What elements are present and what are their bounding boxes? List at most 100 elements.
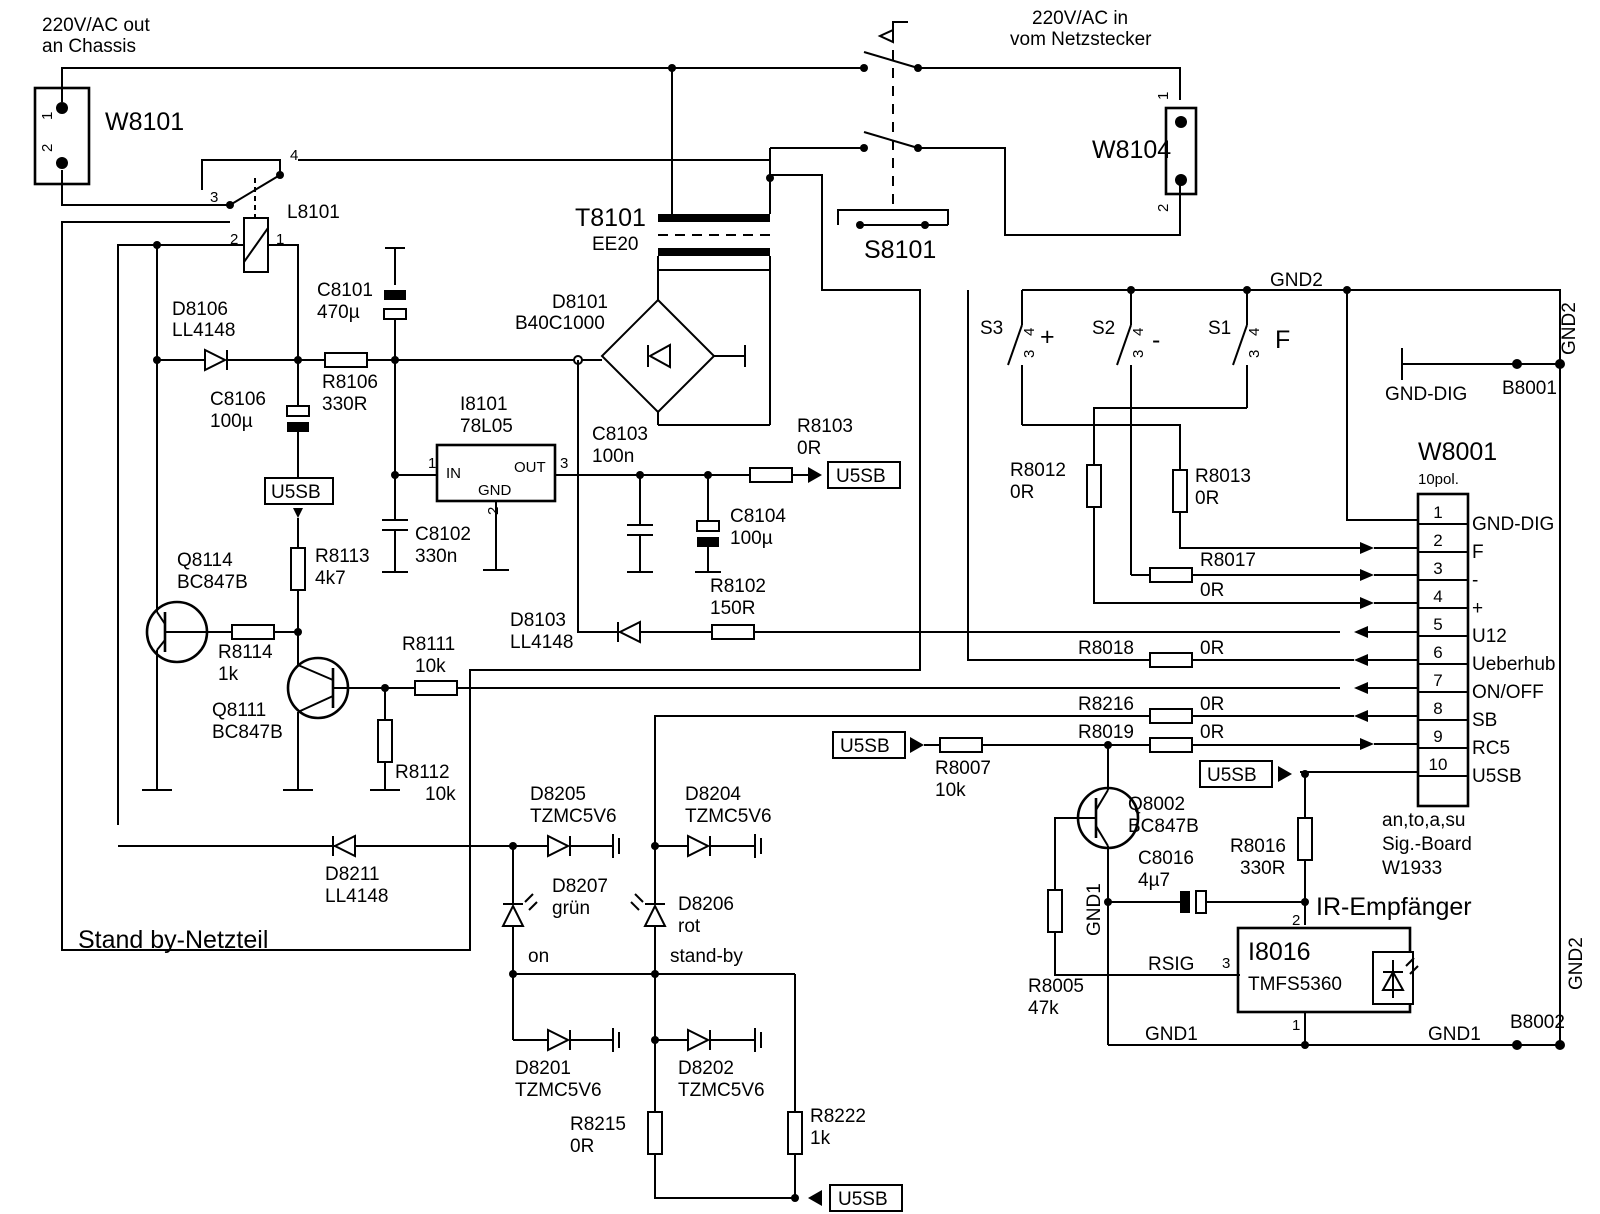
transistor-q8002 xyxy=(1054,745,1140,1045)
w8001-pins: 1GND-DIG2F3-4+5U126Ueberhub7ON/OFF8SB9RC… xyxy=(1418,503,1555,787)
r8114-name: R8114 xyxy=(218,642,273,663)
net-u5sb-5: U5SB xyxy=(1207,765,1257,786)
w8104-label: W8104 xyxy=(1092,136,1171,164)
connector-note-3: W1933 xyxy=(1382,858,1442,879)
r8016-value: 330R xyxy=(1240,858,1285,879)
r8005-value: 47k xyxy=(1028,998,1059,1019)
w8001-pin-label: + xyxy=(1472,598,1483,619)
q8002-value: BC847B xyxy=(1128,816,1199,837)
c8106-value: 100µ xyxy=(210,411,253,432)
c8102-value: 330n xyxy=(415,546,457,567)
d8204-name: D8204 xyxy=(685,784,741,805)
net-gnd1-right: GND1 xyxy=(1428,1024,1481,1045)
net-stand-by: stand-by xyxy=(670,946,743,967)
r8007-value: 10k xyxy=(935,780,966,801)
d8206-name: D8206 xyxy=(678,894,734,915)
w8001-pin-number: 8 xyxy=(1433,699,1442,718)
d8207-name: D8207 xyxy=(552,876,608,897)
d8202-value: TZMC5V6 xyxy=(678,1080,765,1101)
capacitor-c8101 xyxy=(383,247,407,360)
svg-text:4: 4 xyxy=(1021,328,1038,336)
r8007-name: R8007 xyxy=(935,758,991,779)
net-gnd1-left: GND1 xyxy=(1145,1024,1198,1045)
net-u5sb-2: U5SB xyxy=(836,466,886,487)
svg-text:2: 2 xyxy=(485,507,502,515)
transformer-t8101 xyxy=(657,68,862,425)
s8101-label: S8101 xyxy=(864,236,936,264)
net-gnd1-vertical: GND1 xyxy=(1084,883,1105,936)
i8016-name: I8016 xyxy=(1248,938,1311,966)
mains-switch-s8101 xyxy=(837,21,949,229)
i8101-name: I8101 xyxy=(460,394,508,415)
c8106-name: C8106 xyxy=(210,389,266,410)
r8106-value: 330R xyxy=(322,394,367,415)
zener-d8202 xyxy=(655,1028,762,1052)
r8019-value: 0R xyxy=(1200,722,1224,743)
d8205-name: D8205 xyxy=(530,784,586,805)
svg-text:1: 1 xyxy=(39,112,56,120)
r8222-name: R8222 xyxy=(810,1106,866,1127)
d8101-value: B40C1000 xyxy=(515,313,605,334)
svg-text:F: F xyxy=(1275,326,1290,354)
connector-w8001 xyxy=(1416,492,1470,808)
r8111-name: R8111 xyxy=(402,634,455,655)
w8001-label: W8001 xyxy=(1418,438,1497,466)
transistor-q8111 xyxy=(283,650,415,791)
net-gnd2-bottom: GND2 xyxy=(1566,937,1587,990)
r8102-value: 150R xyxy=(710,598,755,619)
w8001-pin-label: F xyxy=(1472,542,1484,563)
svg-text:3: 3 xyxy=(1222,955,1230,972)
d8201-name: D8201 xyxy=(515,1058,571,1079)
r8113-value: 4k7 xyxy=(315,568,346,589)
w8001-pin-label: U5SB xyxy=(1472,766,1522,787)
q8111-name: Q8111 xyxy=(212,700,266,721)
r8215-value: 0R xyxy=(570,1136,594,1157)
r8013-name: R8013 xyxy=(1195,466,1251,487)
r8222-value: 1k xyxy=(810,1128,831,1149)
svg-text:IN: IN xyxy=(446,465,461,482)
r8016-name: R8016 xyxy=(1230,836,1286,857)
t8101-label: T8101 xyxy=(575,204,646,232)
ee20-label: EE20 xyxy=(592,234,638,255)
d8211-name: D8211 xyxy=(325,864,380,885)
svg-text:GND: GND xyxy=(478,482,512,499)
w8001-arrows xyxy=(1300,542,1418,773)
svg-text:3: 3 xyxy=(1130,350,1147,358)
c8104-value: 100µ xyxy=(730,528,773,549)
w8001-pin-label: GND-DIG xyxy=(1472,514,1554,535)
net-gnd2-right: GND2 xyxy=(1559,302,1580,355)
w8001-pin-label: Ueberhub xyxy=(1472,654,1555,675)
w8001-pin-label: SB xyxy=(1472,710,1497,731)
svg-text:3: 3 xyxy=(560,455,568,472)
r8112-name: R8112 xyxy=(395,762,450,783)
q8114-value: BC847B xyxy=(177,572,248,593)
s3-label: S3 xyxy=(980,318,1003,339)
r8013-value: 0R xyxy=(1195,488,1219,509)
s1-label: S1 xyxy=(1208,318,1231,339)
w8001-pin-number: 9 xyxy=(1433,727,1442,746)
net-u5sb-4: U5SB xyxy=(840,736,890,757)
net-on: on xyxy=(528,946,549,967)
connector-w8104: 1 2 xyxy=(1155,92,1198,212)
s2-label: S2 xyxy=(1092,318,1115,339)
svg-text:4: 4 xyxy=(1130,328,1147,336)
w8001-pin-number: 1 xyxy=(1433,503,1442,522)
c8101-name: C8101 xyxy=(317,280,373,301)
w8001-pin-number: 4 xyxy=(1433,587,1442,606)
zener-d8204 xyxy=(655,834,762,858)
r8215-name: R8215 xyxy=(570,1114,626,1135)
net-gnd-dig: GND-DIG xyxy=(1385,384,1467,405)
d8202-name: D8202 xyxy=(678,1058,734,1079)
ir-receiver-i8016: 2 3 1 xyxy=(1222,912,1419,1045)
svg-text:1: 1 xyxy=(276,231,284,248)
net-u5sb-1: U5SB xyxy=(271,482,321,503)
net-rsig: RSIG xyxy=(1148,954,1194,975)
c8016-name: C8016 xyxy=(1138,848,1194,869)
svg-text:3: 3 xyxy=(210,189,218,206)
q8002-name: Q8002 xyxy=(1128,794,1185,815)
svg-text:+: + xyxy=(1040,323,1055,351)
d8204-value: TZMC5V6 xyxy=(685,806,772,827)
zener-d8201 xyxy=(513,1028,620,1052)
r8012-value: 0R xyxy=(1010,482,1034,503)
